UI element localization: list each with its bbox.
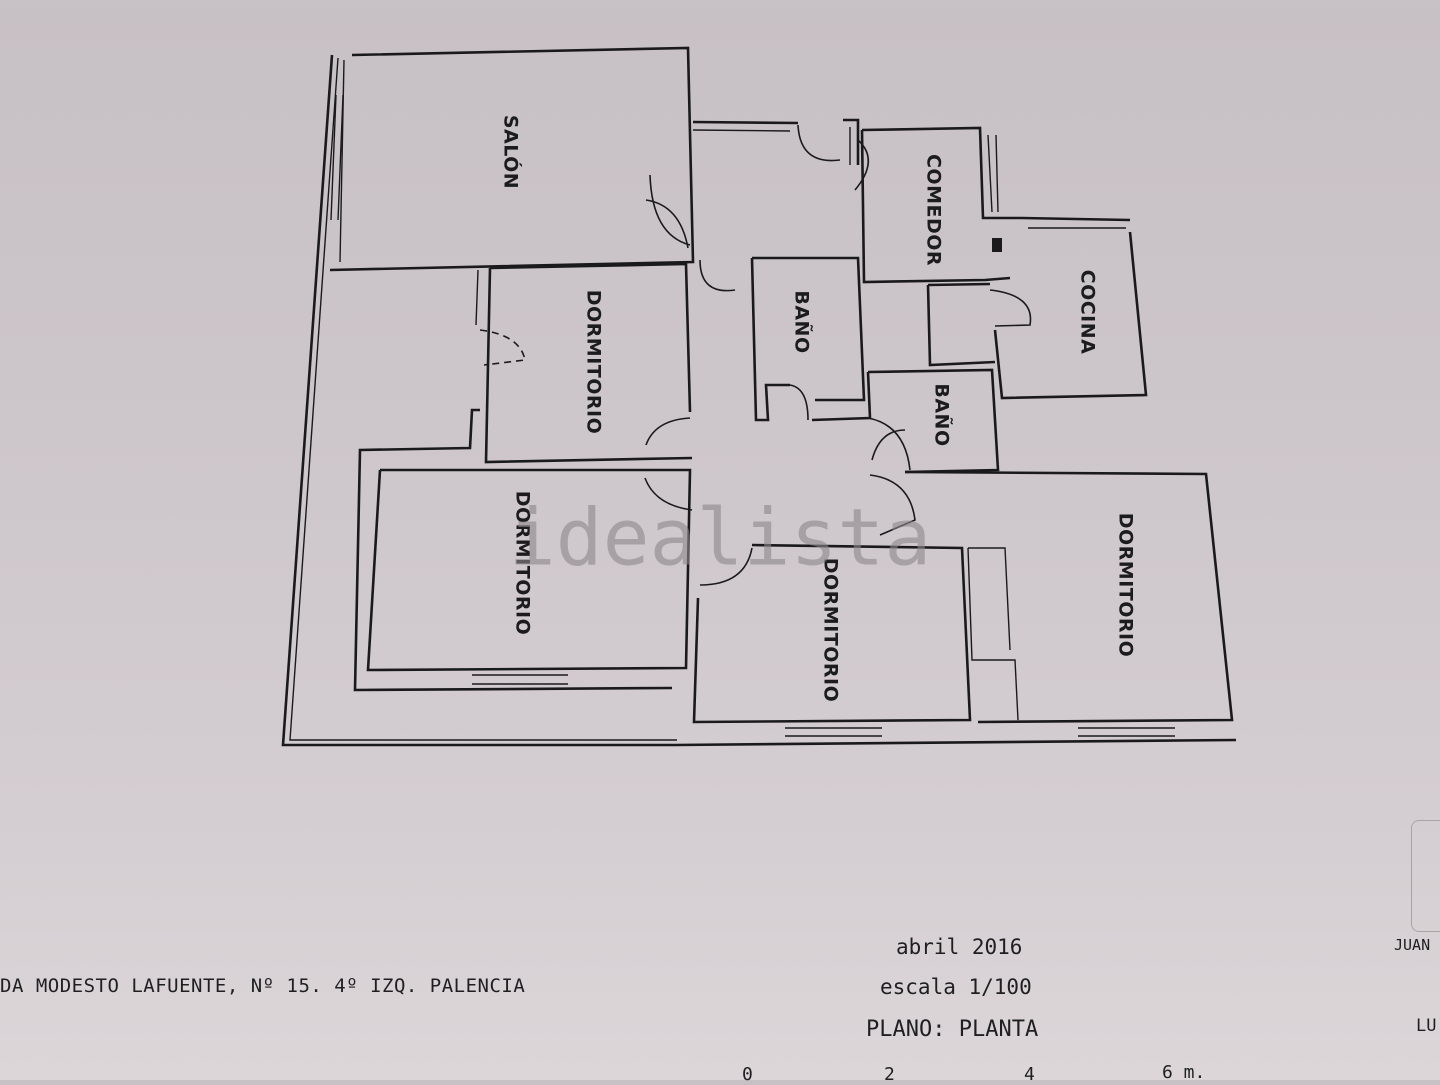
room-label-cocina: COCINA — [1077, 270, 1099, 355]
room-label-bano-1: BAÑO — [791, 290, 815, 353]
room-label-dormitorio-4: DORMITORIO — [1115, 513, 1137, 658]
scale-bar-4: 4 — [1024, 1064, 1035, 1085]
address-line: DA MODESTO LAFUENTE, Nº 15. 4º IZQ. PALE… — [0, 975, 526, 997]
bano-2-walls — [811, 368, 1000, 474]
room-label-dormitorio-1: DORMITORIO — [583, 290, 605, 435]
author-partial: JUAN — [1394, 936, 1431, 954]
room-label-dormitorio-3: DORMITORIO — [820, 558, 842, 703]
outer-walls — [281, 46, 695, 747]
hall-walls — [645, 118, 870, 249]
scale-bar-0: 0 — [742, 1064, 753, 1085]
plan-date: abril 2016 — [896, 935, 1023, 959]
cocina-walls — [926, 231, 1148, 400]
room-label-comedor: COMEDOR — [923, 154, 945, 266]
plan-type: PLANO: PLANTA — [866, 1017, 1039, 1042]
room-label-dormitorio-2: DORMITORIO — [512, 491, 534, 636]
dormitorio-1-walls — [353, 259, 736, 692]
dormitorio-4-walls — [869, 429, 1234, 737]
side-partial: LU — [1416, 1016, 1437, 1036]
dormitorio-3-walls — [674, 543, 1237, 747]
scale-bar-6: 6 m. — [1162, 1062, 1206, 1083]
dormitorio-2-walls — [366, 468, 693, 685]
bano-1-walls — [750, 256, 866, 422]
comedor-walls — [860, 126, 1131, 284]
scale-bar-2: 2 — [884, 1064, 895, 1085]
plan-scale: escala 1/100 — [880, 975, 1032, 999]
room-label-salon: SALÓN — [500, 115, 524, 189]
watermark: idealista — [509, 493, 932, 583]
page-edge-mark — [1411, 820, 1440, 932]
room-label-bano-2: BAÑO — [931, 383, 955, 446]
